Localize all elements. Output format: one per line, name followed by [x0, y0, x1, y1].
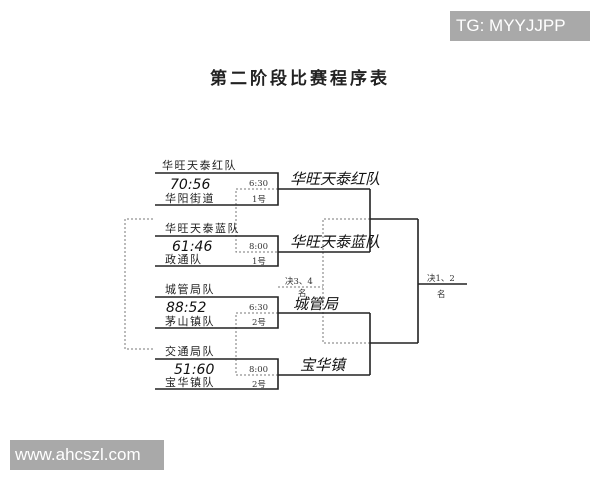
round1-lines: [155, 172, 370, 390]
match-time: 6:30: [249, 179, 268, 189]
final-suffix: 名: [437, 289, 446, 300]
match-3: 城管局队 88:52 茅山镇队 6:30 2号 城管局: [165, 282, 339, 328]
court: 2号: [252, 380, 266, 390]
third-place-suffix: 名: [298, 288, 307, 299]
final-label: 决1、2: [427, 273, 455, 284]
watermark-bottom: www.ahcszl.com: [10, 440, 164, 470]
third-place-label: 决3、4: [285, 276, 313, 287]
winner: 华旺天泰蓝队: [290, 233, 380, 251]
score: 51:60: [174, 362, 214, 378]
match-time: 8:00: [249, 242, 268, 252]
match-1: 华旺天泰红队 70:56 华阳街道 6:30 1号 华旺天泰红队: [162, 158, 380, 205]
playoff-labels: 决3、4 名 决1、2 名: [285, 273, 455, 300]
match-time: 8:00: [249, 365, 268, 375]
winner: 华旺天泰红队: [290, 170, 380, 188]
court: 2号: [252, 318, 266, 328]
team-a: 城管局队: [165, 282, 215, 296]
court: 1号: [252, 195, 266, 205]
team-a: 交通局队: [165, 344, 215, 358]
score: 70:56: [170, 177, 210, 193]
team-a: 华旺天泰红队: [162, 158, 237, 172]
final-lines: [417, 219, 467, 343]
match-2: 华旺天泰蓝队 61:46 政通队 8:00 1号 华旺天泰蓝队: [165, 221, 380, 267]
winner: 宝华镇: [300, 356, 347, 374]
page-title: 第二阶段比赛程序表: [210, 69, 390, 89]
team-b: 宝华镇队: [165, 375, 215, 389]
dotted-guides: [124, 188, 370, 376]
team-a: 华旺天泰蓝队: [165, 221, 240, 235]
team-b: 茅山镇队: [165, 314, 215, 328]
semifinal-lines: [369, 189, 418, 375]
winner: 城管局: [293, 295, 339, 313]
score: 61:46: [172, 239, 212, 255]
match-4: 交通局队 51:60 宝华镇队 8:00 2号 宝华镇: [165, 344, 347, 390]
court: 1号: [252, 257, 266, 267]
score: 88:52: [166, 300, 206, 316]
team-b: 政通队: [165, 252, 203, 266]
match-time: 6:30: [249, 303, 268, 313]
team-b: 华阳街道: [165, 191, 215, 205]
watermark-top: TG: MYYJJPP: [450, 11, 590, 41]
